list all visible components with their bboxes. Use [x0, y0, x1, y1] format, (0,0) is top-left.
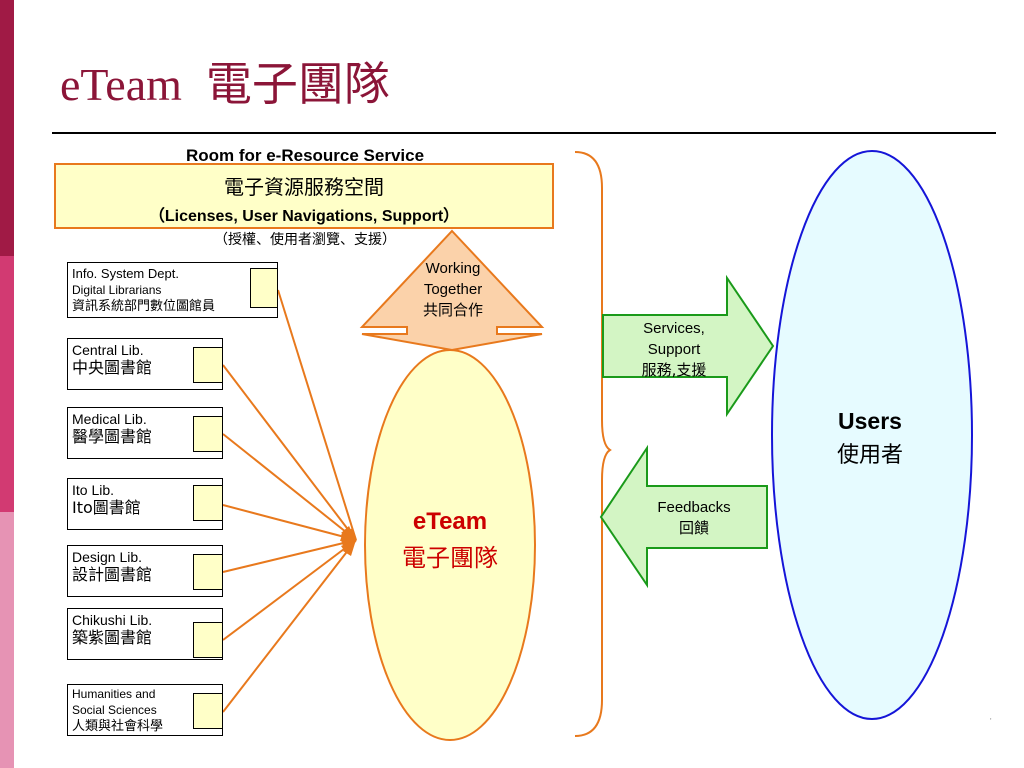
room-subtitle-zh: （授權、使用者瀏覽、支援） [214, 232, 396, 248]
services-arrow [602, 274, 775, 418]
feedbacks-arrow [599, 444, 768, 589]
feedbacks-line1: Feedbacks [657, 499, 731, 516]
library-name: Humanities and [72, 687, 156, 701]
services-line1: Services, [643, 320, 705, 337]
library-marker-ito [193, 485, 223, 521]
users-label: Users 使用者 [790, 408, 950, 469]
title-divider [52, 132, 996, 134]
library-subname: Digital Librarians [72, 283, 162, 297]
connector-line-info-system [277, 289, 357, 541]
library-name: Medical Lib. [72, 411, 147, 427]
working-line1: Working [425, 260, 481, 277]
library-name: Chikushi Lib. [72, 612, 153, 628]
connector-lines [222, 289, 357, 713]
library-name-zh: 中央圖書館 [72, 358, 153, 377]
connector-arrowhead-humanities [343, 540, 356, 556]
eteam-label-en: eTeam [412, 508, 488, 535]
working-line2: Together [423, 281, 483, 298]
connector-arrowhead-ito [340, 532, 356, 541]
working-together-label: Working Together 共同合作 [408, 258, 498, 321]
library-name-zh: 資訊系統部門數位圖館員 [72, 299, 216, 314]
feedbacks-line2: 回饋 [678, 519, 709, 537]
library-marker-humanities [193, 693, 223, 729]
library-subname: Social Sciences [72, 703, 157, 717]
library-name: Info. System Dept. [72, 266, 179, 281]
working-together-arrow [359, 229, 545, 352]
library-name-zh: 人類與社會科學 [72, 719, 164, 734]
services-label: Services, Support 服務,支援 [612, 318, 736, 381]
users-ellipse [771, 150, 973, 720]
sidebar-band-bottom [0, 512, 14, 768]
connector-line-medical [222, 433, 357, 541]
room-subtitle-en: （Licenses, User Navigations, Support） [148, 208, 460, 225]
slide-title: eTeam 電子團隊 [60, 48, 390, 114]
working-line3: 共同合作 [422, 301, 483, 319]
library-name: Central Lib. [72, 342, 144, 358]
library-marker-medical [193, 416, 223, 452]
library-name-zh: 築紫圖書館 [72, 628, 153, 647]
connector-line-ito [222, 504, 357, 541]
library-name-zh: 醫學圖書館 [72, 427, 153, 446]
sidebar-band-middle [0, 256, 14, 512]
room-caption: Room for e-Resource Service [185, 146, 425, 165]
services-line2: Support [647, 341, 701, 358]
connector-arrowheads [340, 526, 356, 556]
library-marker-central [193, 347, 223, 383]
library-name: Ito Lib. [72, 482, 115, 498]
users-label-en: Users [838, 408, 902, 434]
connector-line-design [222, 539, 357, 573]
library-marker-chikushi [193, 622, 223, 658]
library-marker-design [193, 554, 223, 590]
users-label-zh: 使用者 [836, 443, 903, 468]
eteam-label: eTeam 電子團隊 [370, 508, 530, 573]
connector-line-central [222, 364, 357, 541]
title-en: eTeam [60, 59, 182, 110]
connector-line-chikushi [222, 539, 357, 641]
library-name-zh: 設計圖書館 [72, 565, 153, 584]
room-box: 電子資源服務空間 （Licenses, User Navigations, Su… [54, 163, 554, 229]
room-title-zh: 電子資源服務空間 [224, 175, 384, 199]
service-brace [574, 151, 612, 737]
library-name: Design Lib. [72, 549, 143, 565]
title-zh: 電子團隊 [205, 57, 390, 111]
eteam-label-zh: 電子團隊 [402, 544, 498, 572]
library-box-info-system: Info. System Dept. Digital Librarians 資訊… [67, 262, 278, 318]
footer-mark: ' [990, 717, 992, 726]
sidebar-band-top [0, 0, 14, 256]
services-line3: 服務,支援 [641, 361, 707, 379]
feedbacks-label: Feedbacks 回饋 [640, 497, 748, 539]
library-marker-info-system [250, 268, 278, 308]
connector-line-humanities [222, 539, 357, 713]
library-name-zh: Ito圖書館 [72, 498, 141, 517]
connector-arrowhead-medical [341, 528, 356, 540]
